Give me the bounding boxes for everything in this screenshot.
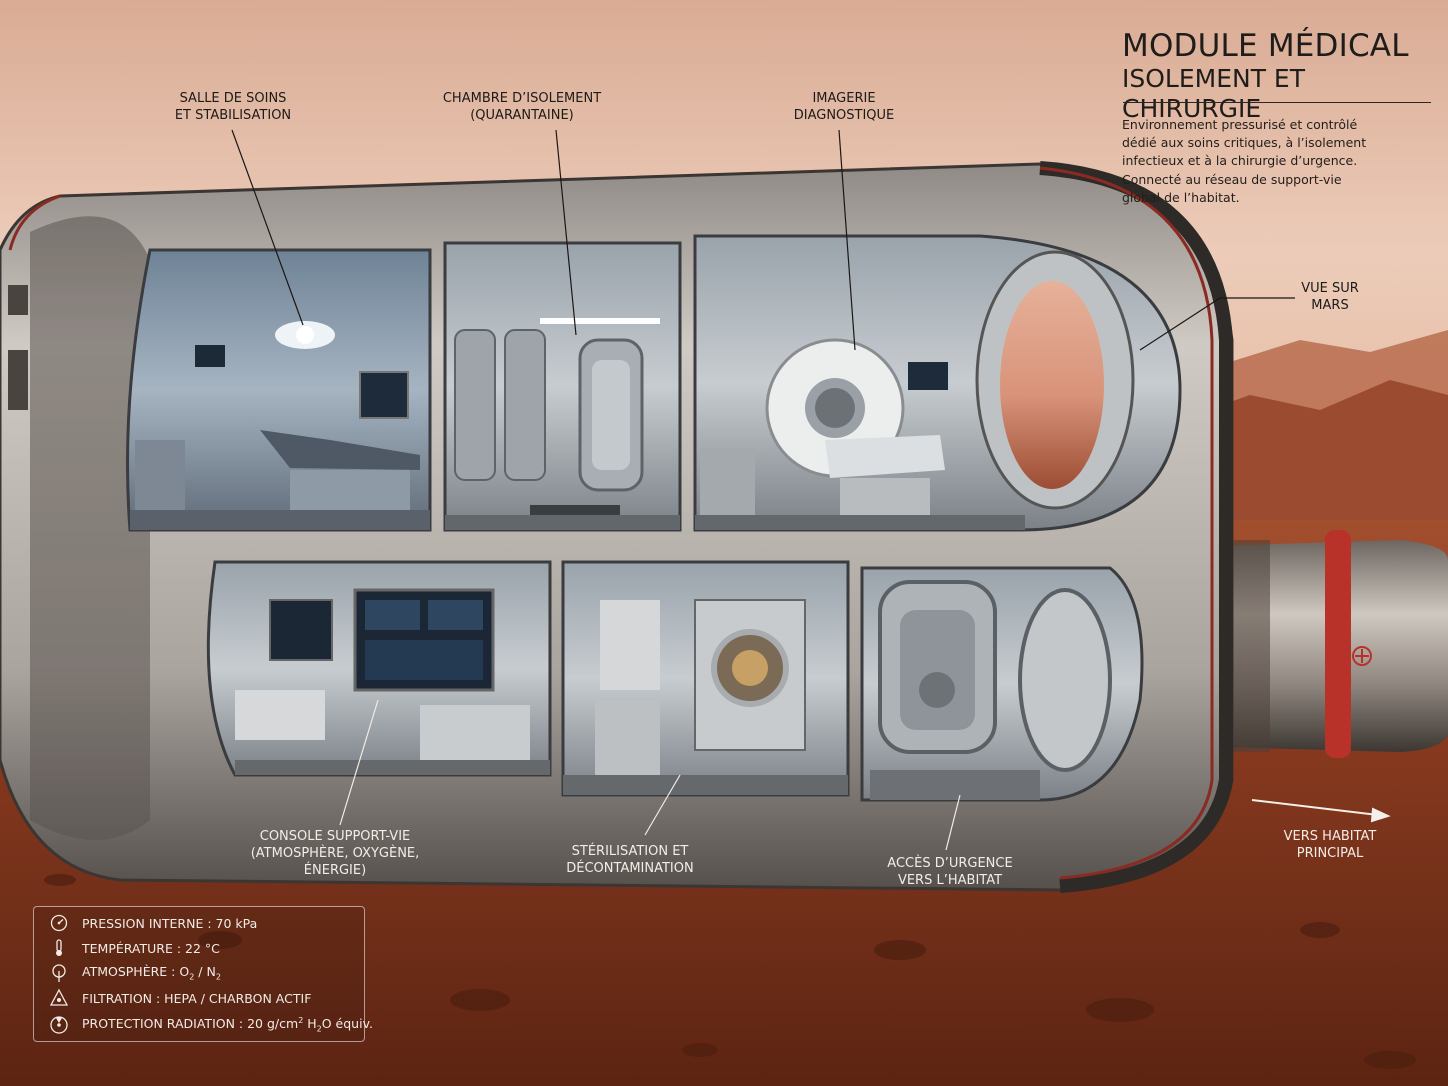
spec-filtration-text: FILTRATION : HEPA / CHARBON ACTIF bbox=[82, 990, 312, 1006]
thermometer-icon bbox=[56, 939, 62, 956]
label-imaging: IMAGERIE DIAGNOSTIQUE bbox=[793, 91, 895, 123]
atmosphere-tree-icon bbox=[52, 964, 66, 982]
room-life-support bbox=[206, 560, 552, 777]
filter-molecule-icon bbox=[49, 988, 69, 1006]
label-life-support: CONSOLE SUPPORT-VIE (ATMOSPHÈRE, OXYGÈNE… bbox=[250, 829, 420, 878]
page-title: MODULE MÉDICAL bbox=[1122, 28, 1409, 64]
spec-pressure: PRESSION INTERNE : 70 kPa bbox=[48, 913, 257, 933]
specs-panel: PRESSION INTERNE : 70 kPa TEMPÉRATURE : … bbox=[33, 906, 373, 1042]
pressure-gauge-icon bbox=[50, 914, 68, 932]
mountains-near bbox=[1180, 380, 1448, 560]
room-sterilization bbox=[561, 560, 850, 797]
room-care bbox=[126, 248, 432, 532]
room-isolation bbox=[443, 241, 682, 532]
module-description: Environnement pressurisé et contrôlé déd… bbox=[1122, 117, 1367, 205]
label-sterilization: STÉRILISATION ET DÉCONTAMINATION bbox=[566, 844, 694, 876]
label-emergency-access: ACCÈS D’URGENCE VERS L’HABITAT bbox=[887, 856, 1013, 888]
page-subtitle: ISOLEMENT ET CHIRURGIE bbox=[1122, 64, 1305, 123]
label-isolation-room: CHAMBRE D’ISOLEMENT (QUARANTAINE) bbox=[442, 91, 602, 123]
title-divider bbox=[1123, 102, 1431, 103]
spec-atmosphere-text: ATMOSPHÈRE : O2 / N2 bbox=[82, 964, 221, 982]
spec-pressure-text: PRESSION INTERNE : 70 kPa bbox=[82, 915, 258, 931]
radiation-shield-icon bbox=[50, 1016, 68, 1034]
spec-filtration: FILTRATION : HEPA / CHARBON ACTIF bbox=[48, 988, 311, 1008]
spec-atmosphere: ATMOSPHÈRE : O2 / N2 bbox=[48, 963, 221, 983]
spec-radiation: PROTECTION RADIATION : 20 g/cm2 H2O équi… bbox=[48, 1015, 373, 1035]
spec-radiation-text: PROTECTION RADIATION : 20 g/cm2 H2O équi… bbox=[82, 1016, 373, 1034]
room-emergency-access bbox=[860, 566, 1144, 802]
label-mars-view: VUE SUR MARS bbox=[1301, 281, 1359, 313]
room-imaging bbox=[693, 234, 1182, 532]
leader-lines-light bbox=[339, 699, 961, 851]
ground-rocks bbox=[44, 874, 1416, 1069]
leader-lines bbox=[231, 129, 1295, 351]
mars-window bbox=[1000, 281, 1104, 489]
spec-temperature-text: TEMPÉRATURE : 22 °C bbox=[82, 940, 220, 956]
arrow-icon bbox=[1251, 799, 1391, 823]
label-main-habitat: VERS HABITAT PRINCIPAL bbox=[1283, 829, 1377, 861]
spec-temperature: TEMPÉRATURE : 22 °C bbox=[48, 938, 220, 958]
label-care-room: SALLE DE SOINS ET STABILISATION bbox=[174, 91, 292, 123]
